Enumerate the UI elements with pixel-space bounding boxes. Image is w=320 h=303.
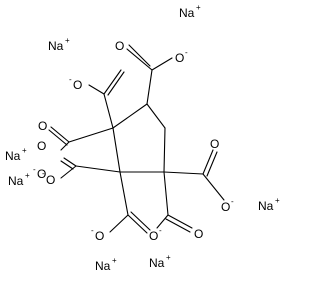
oxygen-label: O: [73, 78, 82, 92]
ring-bond: [163, 127, 166, 173]
sodium-label: Na: [8, 174, 24, 188]
ring-bond: [112, 127, 121, 173]
structure-diagram: O O - O - O O O - O - O - O O - O - O Na…: [5, 3, 280, 273]
minus-charge: -: [33, 165, 36, 174]
carbonyl-bond: [107, 71, 125, 96]
carboxyl-bond: [163, 171, 169, 216]
carboxylate-bond: [156, 214, 169, 229]
oxygen-label: O: [149, 229, 158, 243]
minus-charge: -: [185, 48, 188, 57]
carboxylate-bond: [151, 57, 173, 71]
carbonyl-bond: [128, 44, 151, 67]
minus-charge: -: [159, 226, 162, 235]
carboxylate-bond: [60, 165, 77, 179]
minus-charge: -: [91, 226, 94, 235]
plus-charge: +: [25, 171, 30, 180]
carboxyl-bond: [146, 69, 153, 105]
carboxyl-bond: [68, 127, 114, 143]
atom-labels: O O - O - O O O - O - O - O O - O - O: [33, 39, 234, 243]
oxygen-label: O: [38, 119, 47, 133]
sodium-ion: Na +: [179, 3, 201, 20]
carbonyl-bond: [206, 151, 218, 177]
oxygen-label: O: [221, 200, 230, 214]
sodium-ion: Na +: [8, 171, 30, 188]
sodium-label: Na: [258, 199, 274, 213]
carbonyl-bond: [165, 218, 191, 233]
oxygen-label: O: [210, 137, 219, 151]
sodium-label: Na: [48, 39, 64, 53]
plus-charge: +: [196, 3, 201, 12]
sodium-ion: Na +: [95, 256, 117, 273]
ring-bond: [146, 103, 166, 129]
plus-charge: +: [112, 256, 117, 265]
carbonyl-bond: [167, 214, 193, 229]
carboxyl-bond: [75, 165, 121, 173]
carboxylate-bond: [109, 214, 129, 233]
carboxylate-bond: [88, 84, 105, 95]
oxygen-label: O: [37, 167, 46, 181]
bonds: [48, 44, 225, 234]
carboxyl-bond: [103, 93, 114, 129]
plus-charge: +: [65, 36, 70, 45]
oxygen-label: O: [115, 39, 124, 53]
carbonyl-bond: [127, 214, 148, 234]
carboxylate-bond: [60, 141, 70, 151]
carbonyl-bond: [202, 149, 214, 175]
minus-charge: -: [42, 169, 45, 178]
oxygen-label: O: [175, 51, 184, 65]
oxygen-label: O: [194, 227, 203, 241]
carbonyl-bond: [48, 129, 68, 146]
oxygen-label: O: [37, 139, 46, 153]
sodium-ion: Na +: [5, 146, 27, 163]
carbonyl-bond: [130, 211, 151, 231]
carboxyl-bond: [119, 171, 129, 216]
oxygen-label: O: [95, 229, 104, 243]
carbonyl-bond: [103, 69, 122, 95]
carbonyl-bond: [50, 126, 70, 143]
carboxylate-bond: [202, 173, 225, 201]
plus-charge: +: [166, 253, 171, 262]
sodium-label: Na: [5, 149, 21, 163]
plus-charge: +: [275, 196, 280, 205]
sodium-label: Na: [149, 256, 165, 270]
carboxyl-bond: [163, 171, 204, 175]
carbonyl-bond: [63, 157, 77, 167]
molecule-drawing: O O - O - O O O - O - O - O O - O - O Na…: [5, 3, 280, 273]
sodium-label: Na: [95, 259, 111, 273]
sodium-label: Na: [179, 6, 195, 20]
ring-bond: [112, 103, 148, 129]
minus-charge: -: [231, 197, 234, 206]
sodium-ion: Na +: [258, 196, 280, 213]
sodium-ion: Na +: [48, 36, 70, 53]
minus-charge: -: [69, 75, 72, 84]
plus-charge: +: [22, 146, 27, 155]
sodium-ion: Na +: [149, 253, 171, 270]
carbonyl-bond: [60, 160, 74, 170]
oxygen-label: O: [46, 173, 55, 187]
sodium-ions: Na + Na + Na + Na + Na + Na + Na +: [5, 3, 280, 273]
carbonyl-bond: [126, 48, 153, 71]
